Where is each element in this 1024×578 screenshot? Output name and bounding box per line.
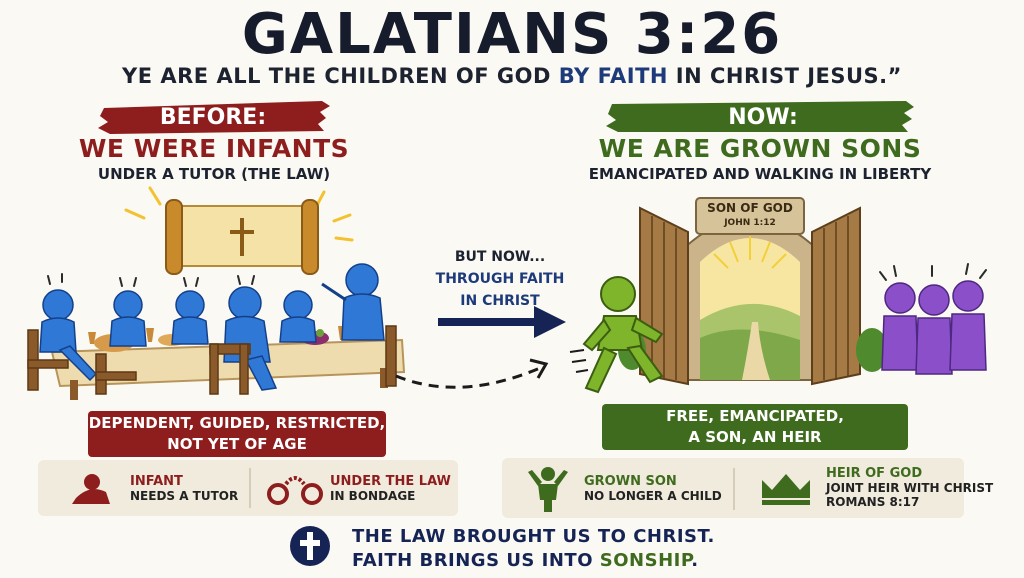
law-sub: IN BONDAGE [330, 489, 416, 503]
purple-figures [881, 280, 987, 375]
grown-son-sub: NO LONGER A CHILD [584, 489, 722, 503]
verse-pre: YE ARE ALL THE CHILDREN OF GOD [122, 64, 559, 88]
transition-line1: BUT NOW... [454, 249, 546, 265]
heir-sub: JOINT HEIR WITH CHRIST [826, 481, 994, 495]
cross-badge-icon [290, 526, 330, 566]
gate-sign [695, 197, 805, 235]
heir-sub2: ROMANS 8:17 [826, 495, 920, 509]
transition-text: BUT NOW... THROUGH FAITH IN CHRIST [430, 246, 570, 312]
faith-arrow [438, 306, 566, 338]
infant-title: INFANT [130, 474, 183, 489]
grown-son-title: GROWN SON [584, 474, 677, 489]
infant-icon [72, 474, 110, 504]
verse-text: YE ARE ALL THE CHILDREN OF GOD BY FAITH … [0, 64, 1024, 88]
now-banner-brush [606, 101, 914, 132]
law-scroll-icon [165, 199, 319, 275]
before-box-line2: NOT YET OF AGE [167, 435, 307, 453]
table [50, 338, 406, 388]
before-summary-box: DEPENDENT, GUIDED, RESTRICTED, NOT YET O… [88, 411, 386, 457]
before-card-item1: INFANT NEEDS A TUTOR [130, 474, 238, 503]
transition-line3: IN CHRIST [460, 293, 540, 309]
grown-son-figure [582, 276, 664, 394]
before-heading: WE WERE INFANTS [78, 134, 350, 163]
footer-line2-highlight: SONSHIP [599, 550, 692, 571]
verse-highlight: BY FAITH [558, 64, 668, 88]
page-title: GALATIANS 3:26 [241, 2, 783, 67]
gate-sign-line2: JOHN 1:12 [724, 218, 776, 228]
now-scene [569, 197, 987, 394]
before-subheading: UNDER A TUTOR (THE LAW) [97, 165, 331, 183]
law-title: UNDER THE LAW [330, 474, 451, 489]
footer-line2-post: . [691, 550, 699, 571]
before-banner: BEFORE: [108, 103, 318, 133]
footer-line2-pre: FAITH BRINGS US INTO [352, 550, 600, 571]
now-box-line2: A SON, AN HEIR [688, 428, 822, 446]
verse-post: IN CHRIST JESUS.” [667, 64, 902, 88]
now-card-item1: GROWN SON NO LONGER A CHILD [584, 474, 722, 503]
before-banner-brush [98, 101, 330, 134]
shackles-icon [267, 476, 323, 505]
now-subheading: EMANCIPATED AND WALKING IN LIBERTY [588, 165, 932, 183]
now-banner-label: NOW: [728, 105, 798, 130]
now-summary-box: FREE, EMANCIPATED, A SON, AN HEIR [602, 404, 908, 450]
before-box-line1: DEPENDENT, GUIDED, RESTRICTED, [88, 414, 386, 432]
now-box-line1: FREE, EMANCIPATED, [666, 407, 844, 425]
now-card-item2: HEIR OF GOD JOINT HEIR WITH CHRIST ROMAN… [826, 466, 993, 509]
footer-line2: FAITH BRINGS US INTO SONSHIP. [352, 550, 699, 571]
transition-line2: THROUGH FAITH [435, 271, 565, 287]
before-card-item2: UNDER THE LAW IN BONDAGE [330, 474, 451, 503]
dashed-path-arrow [395, 366, 541, 389]
infant-sub: NEEDS A TUTOR [130, 489, 239, 503]
crown-icon [762, 474, 810, 505]
before-banner-label: BEFORE: [159, 105, 267, 130]
grown-son-icon [528, 467, 568, 512]
before-scene [27, 186, 406, 400]
now-heading: WE ARE GROWN SONS [598, 134, 922, 163]
now-banner: NOW: [620, 103, 906, 133]
gate-sign-text: SON OF GOD JOHN 1:12 [696, 201, 804, 231]
heir-title: HEIR OF GOD [826, 466, 923, 481]
footer-line1: THE LAW BROUGHT US TO CHRIST. [352, 526, 715, 547]
gate-sign-line1: SON OF GOD [707, 201, 793, 215]
